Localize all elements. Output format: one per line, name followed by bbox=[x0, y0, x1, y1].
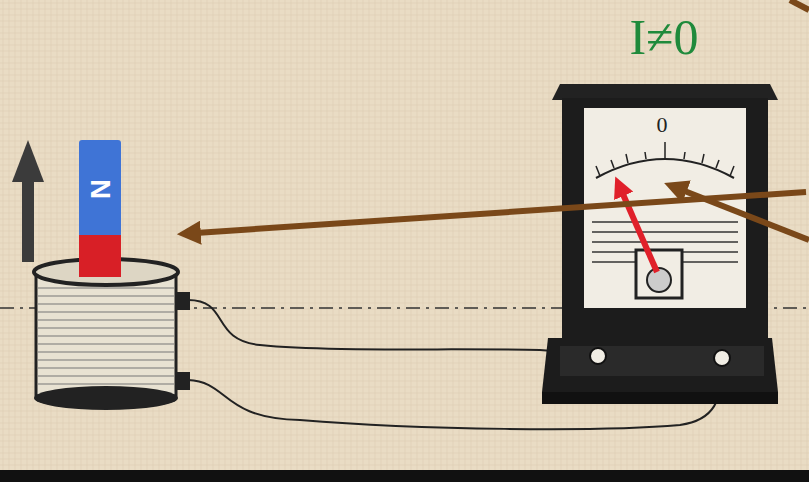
motion-arrow bbox=[12, 140, 44, 262]
pointer-arrows bbox=[196, 0, 809, 240]
bottom-bar bbox=[0, 470, 809, 482]
pole-letter: N bbox=[86, 179, 114, 199]
bar-magnet bbox=[79, 140, 121, 277]
galvanometer bbox=[542, 84, 778, 404]
scale-number: 0 bbox=[657, 114, 668, 136]
coil bbox=[34, 259, 190, 410]
current-label: I≠0 bbox=[629, 12, 698, 62]
